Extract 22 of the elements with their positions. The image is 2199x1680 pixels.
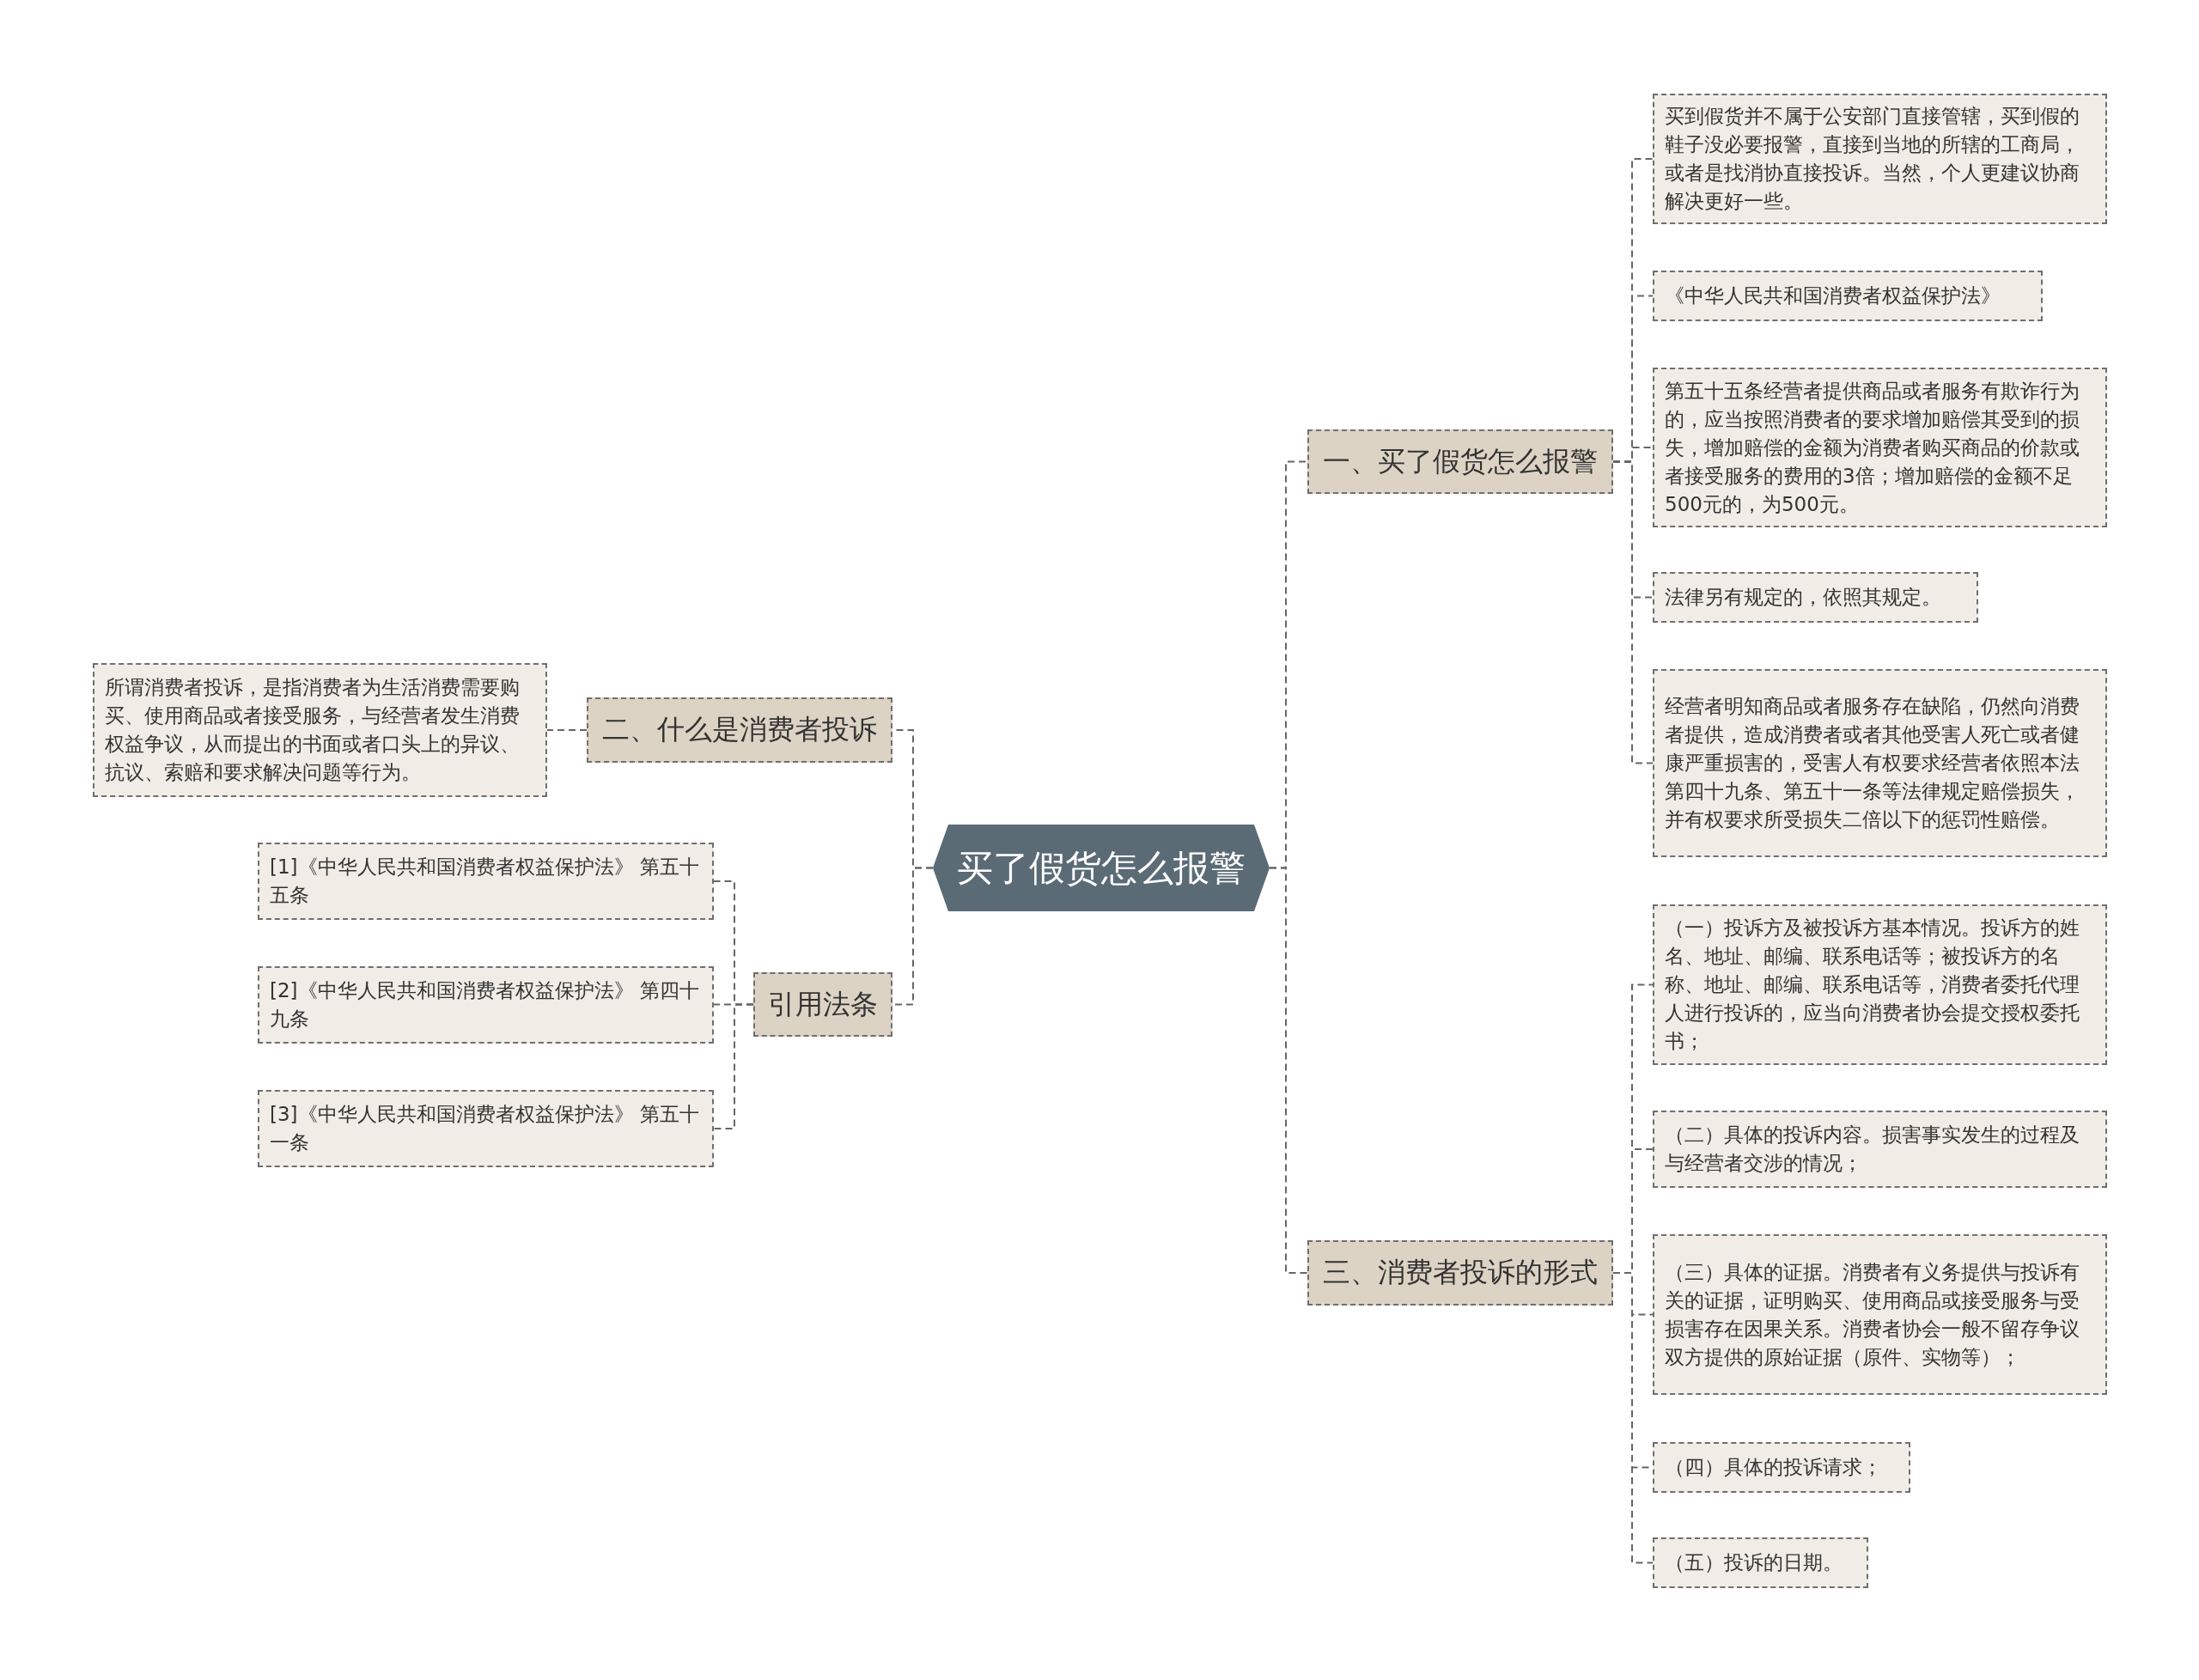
central-topic-hexagon: 买了假货怎么报警 xyxy=(933,825,1270,911)
note-box: 《中华人民共和国消费者权益保护法》 xyxy=(1653,271,2043,321)
topic-box: 引用法条 xyxy=(753,972,892,1037)
note-box: [2]《中华人民共和国消费者权益保护法》 第四十九条 xyxy=(258,966,714,1044)
connector-line xyxy=(546,729,588,731)
note-box: 第五十五条经营者提供商品或者服务有欺诈行为的，应当按照消费者的要求增加赔偿其受到的损失，增加赔偿的金额为消费者购买商品的价款或者接受服务的费用的3倍；增加赔偿的金额不足500元的，为500元。 xyxy=(1653,368,2107,527)
connector-line xyxy=(713,1003,754,1129)
note-box: 法律另有规定的，依照其规定。 xyxy=(1653,572,1978,623)
note-box: 买到假货并不属于公安部门直接管辖，买到假的鞋子没必要报警，直接到当地的所辖的工商局，或者是找消协直接投诉。当然，个人更建议协商解决更好一些。 xyxy=(1653,94,2107,224)
note-box: 经营者明知商品或者服务存在缺陷，仍然向消费者提供，造成消费者或者其他受害人死亡或者健康严重损害的，受害人有权要求经营者依照本法第四十九条、第五十一条等法律规定赔偿损失，并有权要求所受损失二倍以下的惩罚性赔偿。 xyxy=(1653,669,2107,857)
note-box: （三）具体的证据。消费者有义务提供与投诉有关的证据，证明购买、使用商品或接受服务与受损害存在因果关系。消费者协会一般不留存争议双方提供的原始证据（原件、实物等）； xyxy=(1653,1234,2107,1395)
note-box: [3]《中华人民共和国消费者权益保护法》 第五十一条 xyxy=(258,1090,714,1167)
connector-line xyxy=(1269,867,1308,1274)
topic-box: 二、什么是消费者投诉 xyxy=(587,697,892,763)
topic-box: 一、买了假货怎么报警 xyxy=(1307,429,1613,494)
note-box: [1]《中华人民共和国消费者权益保护法》 第五十五条 xyxy=(258,843,714,920)
note-box: （二）具体的投诉内容。损害事实发生的过程及与经营者交涉的情况； xyxy=(1653,1111,2107,1188)
topic-box: 三、消费者投诉的形式 xyxy=(1307,1240,1613,1306)
note-box: （五）投诉的日期。 xyxy=(1653,1537,1868,1588)
note-box: （一）投诉方及被投诉方基本情况。投诉方的姓名、地址、邮编、联系电话等；被投诉方的名称、地址、邮编、联系电话等，消费者委托代理人进行投诉的，应当向消费者协会提交授权委托书； xyxy=(1653,904,2107,1065)
note-box: （四）具体的投诉请求； xyxy=(1653,1442,1910,1493)
note-box: 所谓消费者投诉，是指消费者为生活消费需要购买、使用商品或者接受服务，与经营者发生消费权益争议，从而提出的书面或者口头上的异议、抗议、索赔和要求解决问题等行为。 xyxy=(93,663,547,797)
